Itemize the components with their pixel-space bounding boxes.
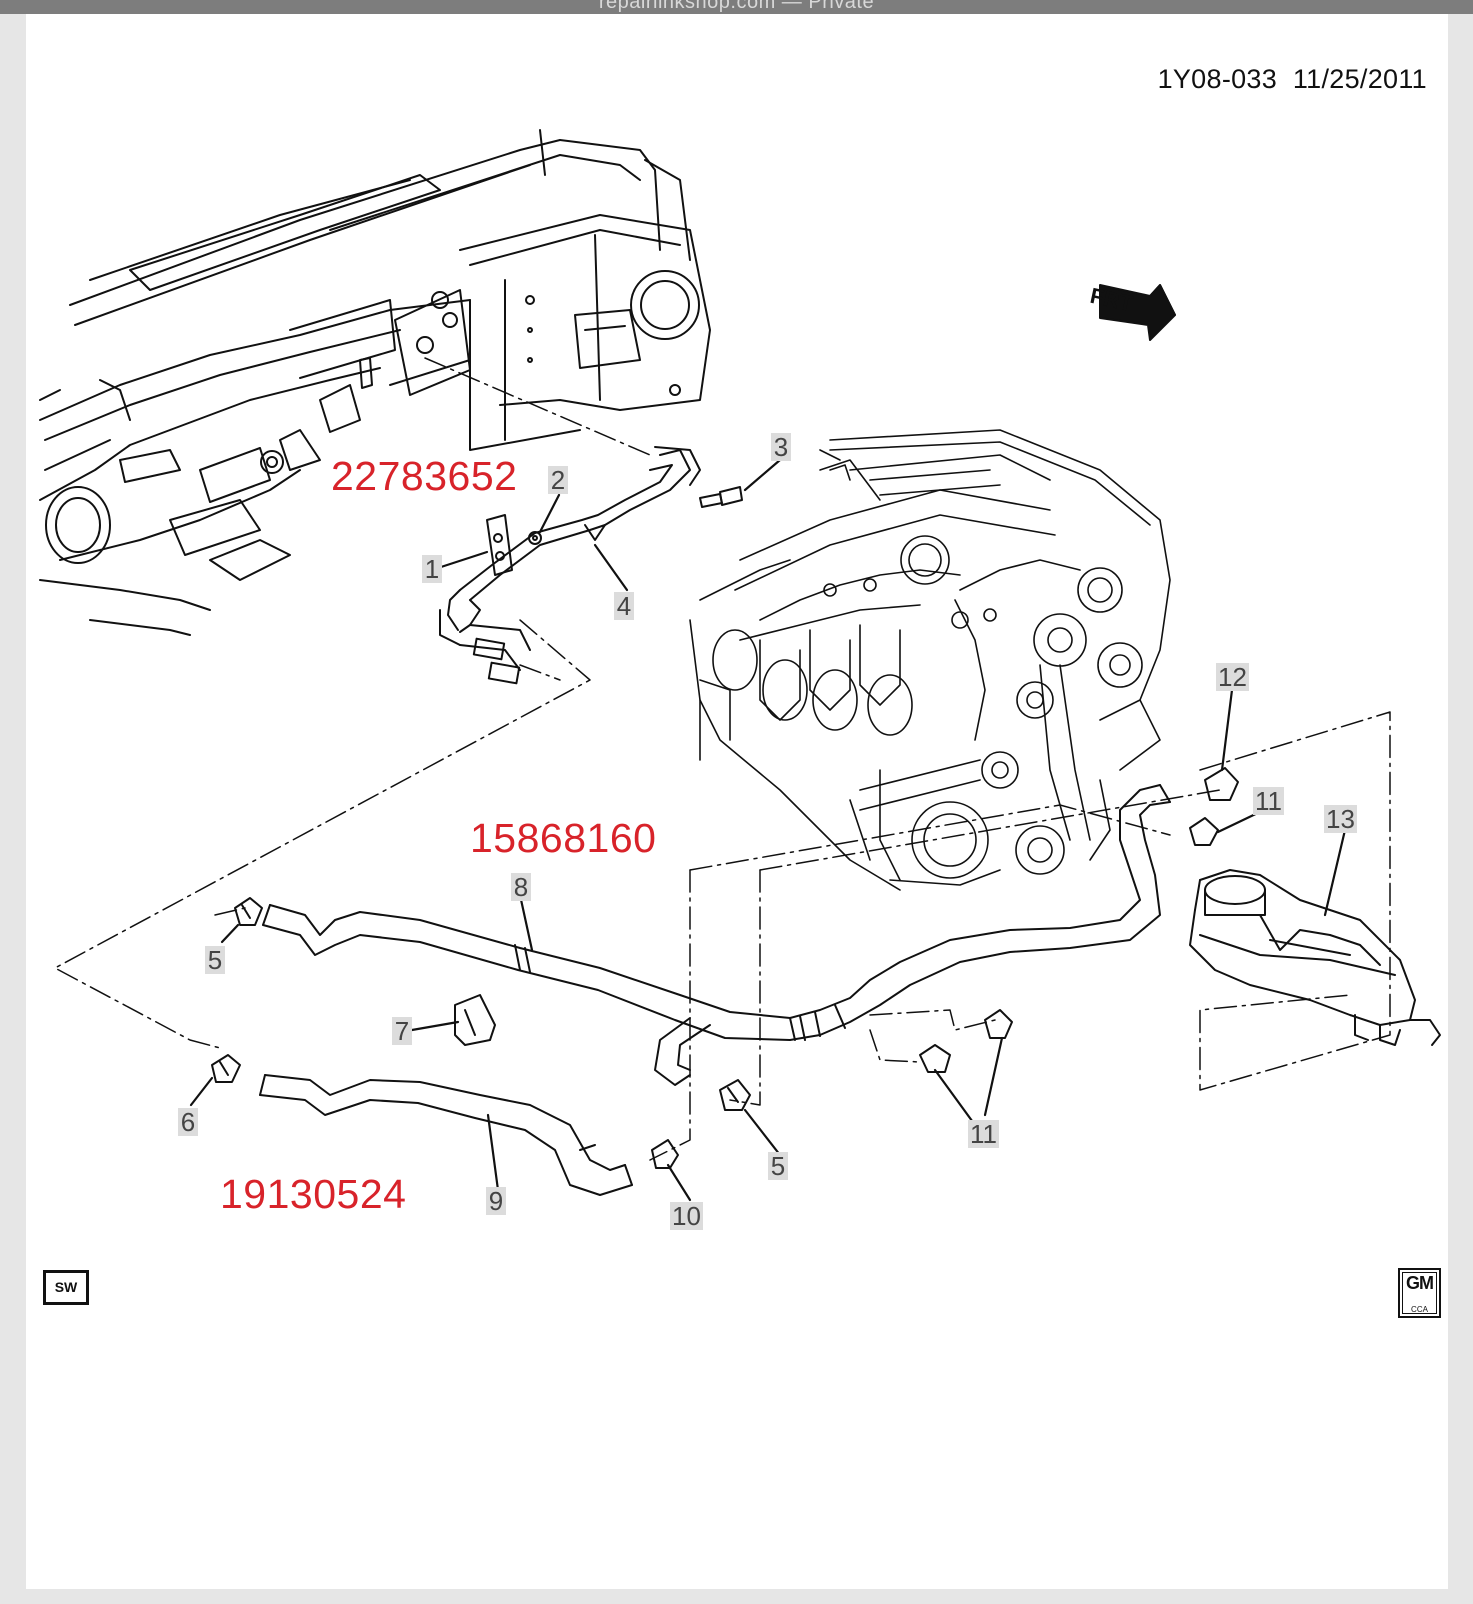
callout-7: 7: [392, 1017, 412, 1045]
callout-11-lower: 11: [968, 1119, 999, 1149]
gm-cca-text: CCA: [1411, 1305, 1428, 1314]
clamp-part5-upper: [234, 897, 263, 926]
hose-part8: [262, 784, 1171, 1086]
document-id-and-date: 1Y08-033 11/25/2011: [1158, 64, 1427, 95]
callout-1: 1: [422, 555, 442, 583]
callout-5-upper: 5: [205, 946, 225, 974]
clip-part7: [454, 994, 496, 1046]
document-date: 11/25/2011: [1292, 64, 1427, 94]
part-number-outlet-hose: 19130524: [220, 1171, 407, 1217]
callout-5-lower: 5: [768, 1152, 788, 1180]
sw-badge: SW: [43, 1270, 89, 1305]
callout-8: 8: [511, 873, 531, 901]
engine-illustration: [689, 429, 1171, 891]
callout-13: 13: [1324, 804, 1357, 834]
dash-panel-illustration: [39, 129, 711, 636]
hose-part9: [259, 1074, 633, 1196]
gm-logo-frame: [1402, 1272, 1437, 1314]
callout-9: 9: [486, 1187, 506, 1215]
callout-4: 4: [614, 592, 634, 620]
part-number-inlet-hose: 15868160: [470, 815, 657, 861]
gm-logo-text: GM: [1406, 1273, 1434, 1293]
clamp-part5-lower: [719, 1079, 751, 1111]
bolt-part3: [699, 486, 743, 508]
browser-url-text: repairlinkshop.com — Private: [598, 0, 875, 13]
callout-2: 2: [548, 466, 568, 494]
gm-logo-badge: GM CCA: [1398, 1268, 1441, 1318]
document-id: 1Y08-033: [1157, 64, 1278, 94]
nut-part2: [528, 531, 542, 545]
diagram-sheet: [26, 14, 1448, 1589]
clamp-part10: [651, 1139, 679, 1169]
heater-hose-assembly: [439, 446, 701, 685]
clamp-part12: [1204, 767, 1239, 801]
clamp-part11: [919, 817, 1219, 1073]
leader-lines: [54, 357, 1391, 1161]
coolant-reservoir-part13: [1189, 869, 1441, 1046]
callout-10: 10: [670, 1201, 703, 1231]
callout-6: 6: [178, 1108, 198, 1136]
clamp-part6: [211, 1054, 241, 1083]
part-number-heater-hose: 22783652: [331, 453, 518, 499]
front-arrow-icon: [1099, 284, 1176, 341]
hose-bracket-part1: [486, 514, 513, 576]
callout-11-upper: 11: [1253, 786, 1284, 816]
browser-url-bar: repairlinkshop.com — Private: [0, 0, 1473, 14]
callout-3: 3: [771, 433, 791, 461]
callout-12: 12: [1216, 662, 1249, 692]
callout-leaders: [189, 458, 1347, 1202]
